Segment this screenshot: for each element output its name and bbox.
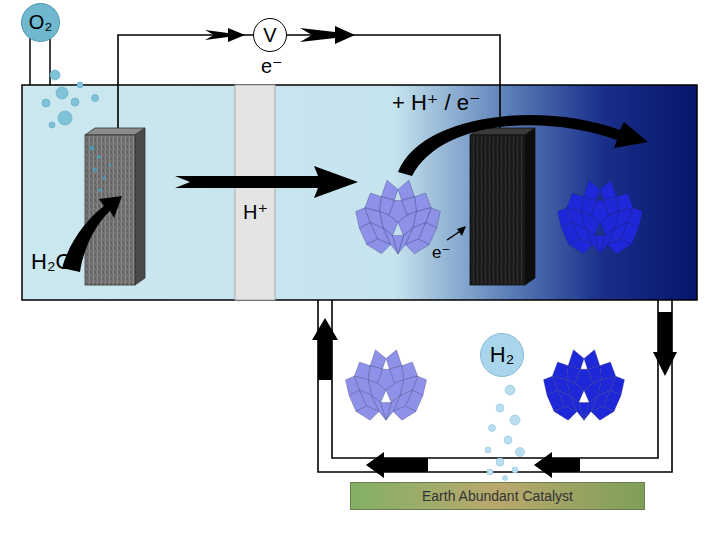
electron-label: e⁻ <box>261 54 283 78</box>
electron-label: e⁻ <box>432 242 450 263</box>
node-text: H₂ <box>490 342 514 368</box>
water-label: H₂O <box>31 249 73 275</box>
node-text: O₂ <box>29 11 52 34</box>
node-text: V <box>263 24 276 47</box>
node-text: Earth Abundant Catalyst <box>422 488 573 504</box>
gas-bubble-node: O₂ <box>21 3 60 42</box>
gas-bubble-node: H₂ <box>480 333 524 377</box>
catalyst-band: Earth Abundant Catalyst <box>350 482 645 510</box>
voltmeter-node: V <box>253 18 287 52</box>
proton-label: H⁺ <box>243 200 268 224</box>
proton-electron-label: + H⁺ / e⁻ <box>392 90 481 116</box>
